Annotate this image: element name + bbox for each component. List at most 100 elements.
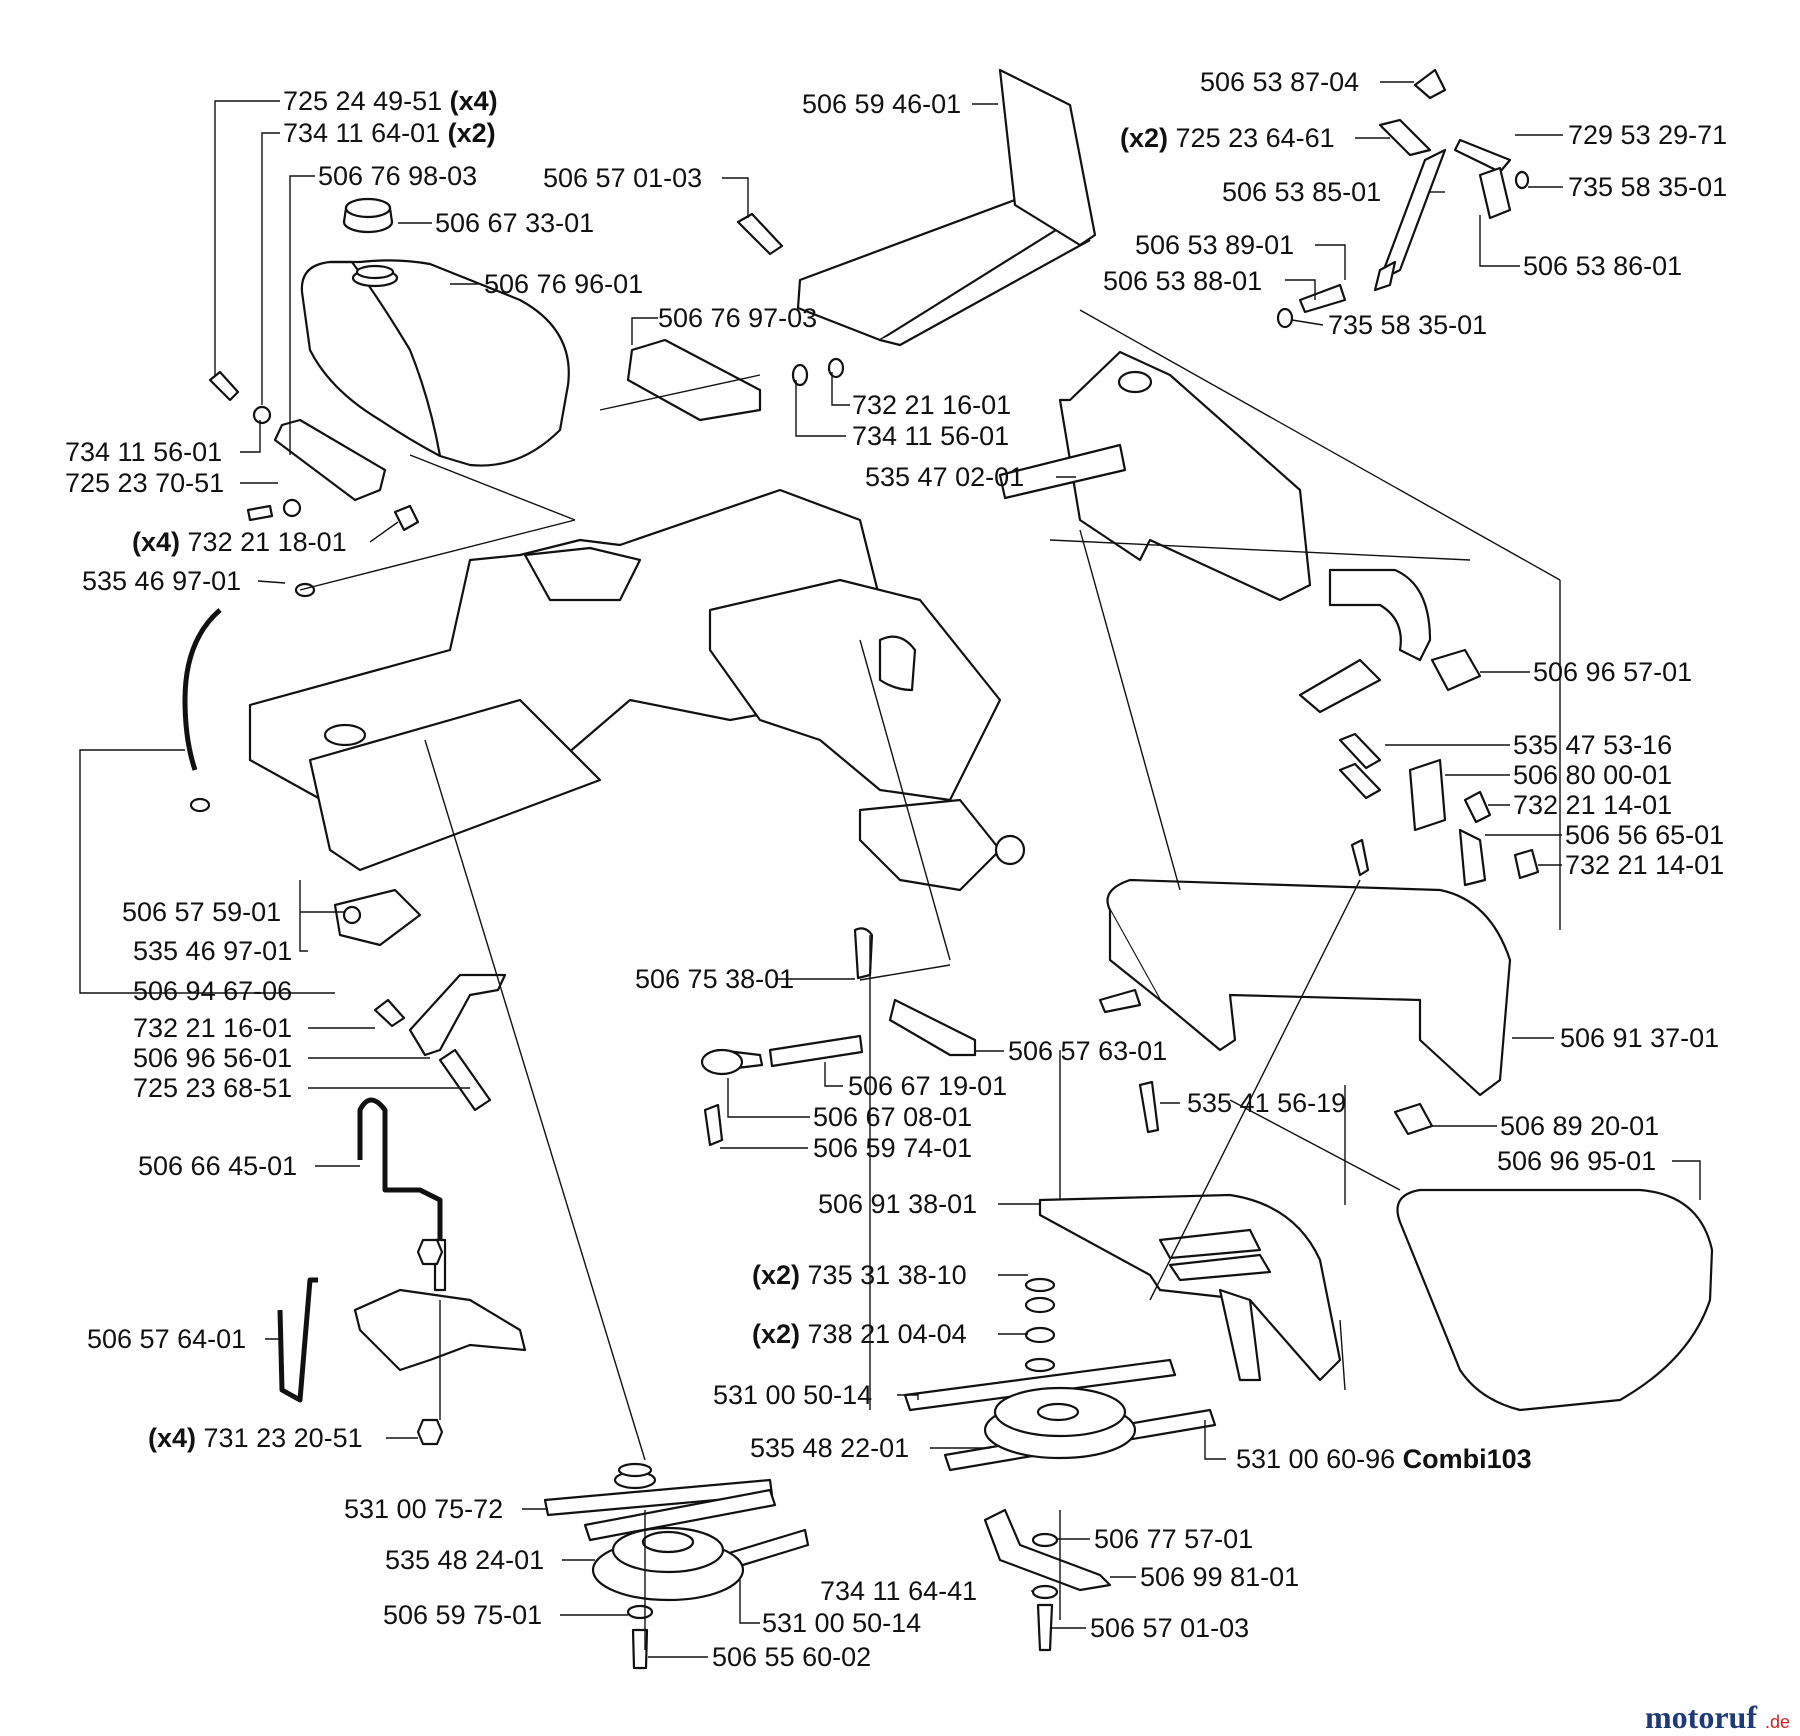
part-number: 725 23 68-51	[133, 1073, 292, 1103]
assembly-lines	[299, 309, 1561, 1650]
part-label-l56: 535 48 24-01	[385, 1545, 544, 1575]
part-number: 732 21 14-01	[1513, 790, 1672, 820]
fuel-cap	[342, 197, 394, 234]
part-number: 506 57 01-03	[543, 163, 702, 193]
part-number-labels: 725 24 49-51 (x4)734 11 64-01 (x2) 506 76…	[65, 67, 1727, 1672]
part-number: 506 77 57-01	[1094, 1524, 1253, 1554]
part-label-l06: 734 11 56-01	[65, 437, 222, 467]
side-bracket	[1338, 732, 1540, 887]
front-pan	[1038, 1193, 1342, 1382]
part-number: 734 11 64-01	[283, 118, 440, 148]
part-number: 535 47 02-01	[865, 462, 1024, 492]
part-number: 535 46 97-01	[82, 566, 241, 596]
part-label-l10: 506 59 46-01	[802, 89, 961, 119]
part-label-l34: 732 21 16-01	[133, 1013, 292, 1043]
part-number: 506 57 63-01	[1008, 1036, 1167, 1066]
quantity-prefix: (x2)	[752, 1319, 808, 1349]
part-number: 725 23 70-51	[65, 468, 224, 498]
part-label-l37: 506 75 38-01	[635, 964, 794, 994]
bolt-left	[631, 1628, 649, 1670]
part-number: 506 59 74-01	[813, 1133, 972, 1163]
part-number: 506 96 95-01	[1497, 1146, 1656, 1176]
part-number: 535 48 22-01	[750, 1433, 909, 1463]
part-number: 506 91 37-01	[1560, 1023, 1719, 1053]
part-number: 731 23 20-51	[204, 1423, 363, 1453]
part-number: 734 11 56-01	[65, 437, 222, 467]
part-number: 506 53 86-01	[1523, 251, 1682, 281]
part-number: 531 00 50-14	[762, 1608, 921, 1638]
part-label-l47: 506 91 38-01	[818, 1189, 977, 1219]
part-label-l43: 535 41 56-19	[1187, 1088, 1346, 1118]
part-number: 506 67 33-01	[435, 208, 594, 238]
part-label-l29: 506 56 65-01	[1565, 820, 1724, 850]
part-label-l41: 506 59 74-01	[813, 1133, 972, 1163]
part-number: 506 66 45-01	[138, 1151, 297, 1181]
part-number: 535 46 97-01	[133, 936, 292, 966]
handle-grip	[1430, 648, 1482, 692]
cover-screw-top	[1350, 838, 1370, 877]
part-label-l55: 531 00 75-72	[344, 1494, 503, 1524]
part-number: 506 56 65-01	[1565, 820, 1724, 850]
part-label-l14: 734 11 56-01	[852, 421, 1009, 451]
part-number: 506 53 87-04	[1200, 67, 1359, 97]
hose-clamp-bottom	[189, 797, 211, 813]
quantity-prefix: (x2)	[752, 1260, 808, 1290]
washer-left	[626, 1604, 654, 1620]
part-number: 735 58 35-01	[1328, 310, 1487, 340]
part-label-l07: 725 23 70-51	[65, 468, 224, 498]
part-number: 506 59 75-01	[383, 1600, 542, 1630]
part-label-l57: 506 77 57-01	[1094, 1524, 1253, 1554]
seat-bracket	[626, 338, 762, 422]
part-label-l44: 506 89 20-01	[1500, 1111, 1659, 1141]
part-label-l16: 506 53 87-04	[1200, 67, 1359, 97]
part-label-l01: 725 24 49-51 (x4)	[283, 86, 498, 116]
part-number: 734 11 56-01	[852, 421, 1009, 451]
fuel-line	[182, 608, 222, 771]
lever-assembly	[1276, 68, 1530, 329]
hose-clamp-top	[294, 582, 316, 598]
pulley-right	[903, 1277, 1217, 1472]
part-number: 506 75 38-01	[635, 964, 794, 994]
pan-screw	[1138, 1080, 1160, 1134]
part-label-l59: 734 11 64-41	[820, 1576, 977, 1606]
part-label-l04: 506 67 33-01	[435, 208, 594, 238]
part-number: 506 99 81-01	[1140, 1562, 1299, 1592]
part-label-l19: 506 53 85-01	[1222, 177, 1381, 207]
part-number: 535 47 53-16	[1513, 730, 1672, 760]
label-suffix: (x2)	[440, 118, 496, 148]
part-label-l38: 506 57 63-01	[1008, 1036, 1167, 1066]
spring-pin	[277, 1277, 318, 1403]
washer-right-2	[1031, 1584, 1059, 1600]
part-number: 506 57 59-01	[122, 897, 281, 927]
part-label-l18: 729 53 29-71	[1568, 120, 1727, 150]
tank-bracket	[273, 418, 387, 502]
part-label-l08: (x4) 732 21 18-01	[132, 527, 347, 557]
part-label-l03: 506 76 98-03	[318, 161, 477, 191]
rear-frame	[998, 350, 1432, 714]
part-label-l15: 535 47 02-01	[865, 462, 1024, 492]
part-label-l30: 732 21 14-01	[1565, 850, 1724, 880]
callout-leaders	[79, 81, 1701, 1658]
part-number: 506 67 08-01	[813, 1102, 972, 1132]
part-label-l63: 506 55 60-02	[712, 1642, 871, 1672]
quantity-prefix: (x4)	[148, 1423, 204, 1453]
part-label-l49: (x2) 738 21 04-04	[752, 1319, 967, 1349]
link-plate	[888, 998, 977, 1057]
part-label-l27: 506 80 00-01	[1513, 760, 1672, 790]
part-label-l21: 506 53 89-01	[1135, 230, 1294, 260]
part-number: 531 00 50-14	[713, 1380, 872, 1410]
pulley-left	[543, 1462, 810, 1602]
part-label-l40: 506 67 08-01	[813, 1102, 972, 1132]
part-label-l36: 725 23 68-51	[133, 1073, 292, 1103]
part-number: 506 96 57-01	[1533, 657, 1692, 687]
part-label-l62: 506 57 01-03	[1090, 1613, 1249, 1643]
washer-right	[1031, 1532, 1059, 1548]
part-number: 506 55 60-02	[712, 1642, 871, 1672]
part-label-l23: 506 53 86-01	[1523, 251, 1682, 281]
part-label-l50: 506 57 64-01	[87, 1324, 246, 1354]
watermark-tld: .de	[1765, 1712, 1790, 1732]
label-suffix: Combi103	[1395, 1444, 1532, 1474]
part-label-l22: 506 53 88-01	[1103, 266, 1262, 296]
part-label-l33: 506 94 67-06	[133, 976, 292, 1006]
